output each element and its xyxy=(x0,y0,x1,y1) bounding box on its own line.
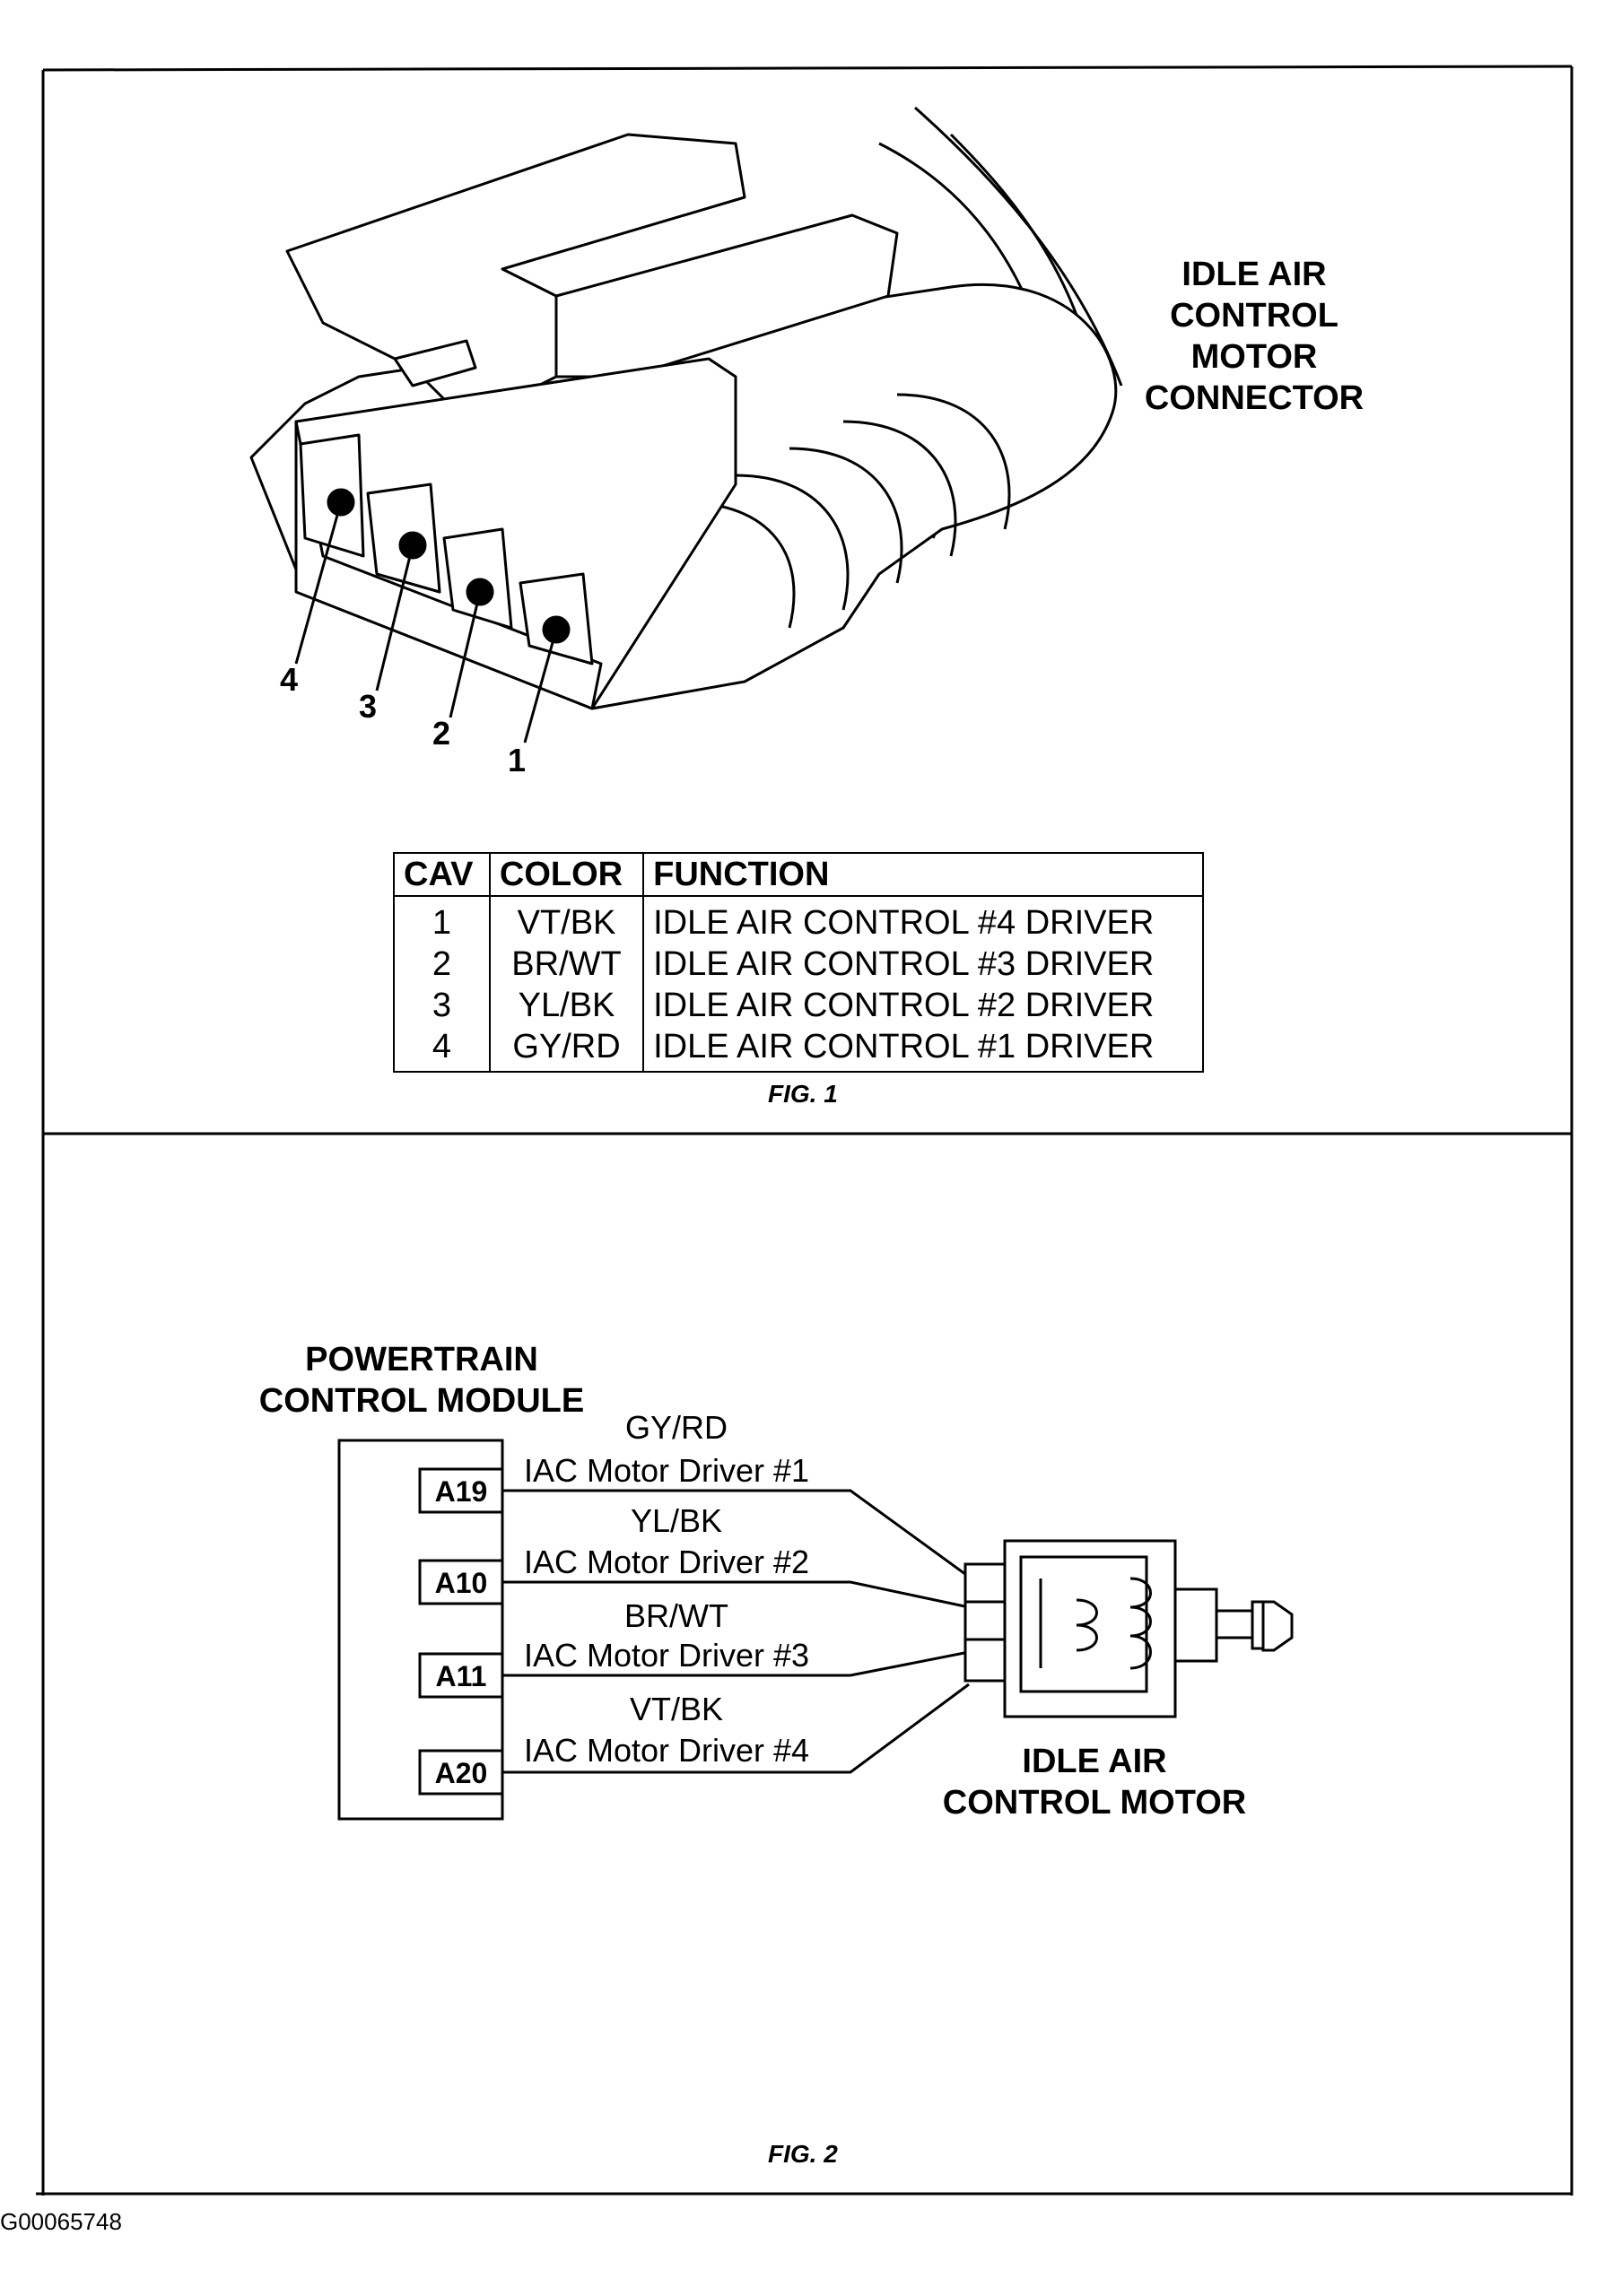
pin-box-a10 xyxy=(418,1559,504,1605)
circuit-wires xyxy=(502,1489,970,1774)
wire-function: IAC Motor Driver #2 xyxy=(524,1544,809,1580)
pin-box-a11 xyxy=(418,1652,504,1699)
table-cell: YL/BK xyxy=(488,985,644,1026)
table-cell: GY/RD xyxy=(488,1026,644,1072)
connector-illustration xyxy=(249,106,1123,744)
wire-function: IAC Motor Driver #4 xyxy=(524,1732,809,1769)
pcm-title-line: POWERTRAIN xyxy=(305,1341,538,1378)
table-header-row: CAV COLOR FUNCTION xyxy=(393,853,1203,897)
table-row: 4 GY/RD IDLE AIR CONTROL #1 DRIVER xyxy=(393,1026,1203,1072)
table-cell: 1 xyxy=(393,896,490,944)
pcm-title-line: CONTROL MODULE xyxy=(259,1382,584,1420)
cavity-table: CAV COLOR FUNCTION 1 VT/BK IDLE AIR CONT… xyxy=(393,852,1204,1073)
cavity-number: 4 xyxy=(280,661,298,698)
iac-motor-title-line: CONTROL MOTOR xyxy=(943,1784,1246,1822)
connector-title-line: CONNECTOR xyxy=(1145,379,1364,417)
fig2-caption: FIG. 2 xyxy=(768,2140,838,2168)
pcm-title: POWERTRAIN CONTROL MODULE xyxy=(259,1341,584,1420)
pin-label: A20 xyxy=(435,1757,488,1789)
column-header: FUNCTION xyxy=(642,853,1203,897)
pin-label: A19 xyxy=(435,1475,488,1508)
table-cell: IDLE AIR CONTROL #3 DRIVER xyxy=(642,944,1203,985)
wire-color-labels: GY/RD YL/BK BR/WT VT/BK xyxy=(624,1409,728,1727)
table-row: 2 BR/WT IDLE AIR CONTROL #3 DRIVER xyxy=(393,944,1203,985)
iac-motor-title: IDLE AIR CONTROL MOTOR xyxy=(943,1743,1246,1822)
iac-motor-symbol xyxy=(963,1539,1294,1718)
wire-color: VT/BK xyxy=(630,1691,723,1727)
table-cell: 3 xyxy=(393,985,490,1026)
wire-a19 xyxy=(502,1489,970,1578)
table-cell: VT/BK xyxy=(488,896,644,944)
pcm-pin-boxes xyxy=(418,1467,504,1796)
pin-label: A10 xyxy=(435,1567,488,1599)
table-row: 3 YL/BK IDLE AIR CONTROL #2 DRIVER xyxy=(393,985,1203,1026)
wire-function-labels: IAC Motor Driver #1 IAC Motor Driver #2 … xyxy=(524,1452,809,1769)
wire-a20 xyxy=(502,1683,970,1774)
connector-title-line: IDLE AIR xyxy=(1181,256,1326,293)
table-cell: 4 xyxy=(393,1026,490,1072)
table-cell: IDLE AIR CONTROL #1 DRIVER xyxy=(642,1026,1203,1072)
cavity-number: 3 xyxy=(359,688,377,725)
pin-label: A11 xyxy=(436,1660,487,1692)
table-cell: BR/WT xyxy=(488,944,644,985)
page-frame xyxy=(36,65,1574,2196)
column-header: CAV xyxy=(393,853,490,897)
cavity-number: 1 xyxy=(508,742,526,778)
wire-color: YL/BK xyxy=(631,1502,722,1539)
wire-a10 xyxy=(502,1580,970,1609)
table-cell: IDLE AIR CONTROL #2 DRIVER xyxy=(642,985,1203,1026)
connector-title-line: CONTROL xyxy=(1170,297,1338,335)
cavity-number: 2 xyxy=(432,715,450,752)
iac-motor-title-line: IDLE AIR xyxy=(1022,1743,1166,1780)
table-cell: IDLE AIR CONTROL #4 DRIVER xyxy=(642,896,1203,944)
document-id: G00065748 xyxy=(0,2208,122,2235)
pin-box-a19 xyxy=(418,1467,504,1514)
table-row: 1 VT/BK IDLE AIR CONTROL #4 DRIVER xyxy=(393,896,1203,944)
table-cell: 2 xyxy=(393,944,490,985)
pcm-pin-labels: A19 A10 A11 A20 xyxy=(435,1475,488,1789)
wire-function: IAC Motor Driver #1 xyxy=(524,1452,809,1489)
wire-function: IAC Motor Driver #3 xyxy=(524,1637,809,1674)
wire-a11 xyxy=(502,1650,970,1677)
fig1-caption: FIG. 1 xyxy=(768,1080,838,1108)
cavity-number-labels: 4 3 2 1 xyxy=(280,661,526,778)
connector-title: IDLE AIR CONTROL MOTOR CONNECTOR xyxy=(1145,256,1364,417)
column-header: COLOR xyxy=(488,853,644,897)
pcm-module-box xyxy=(337,1439,504,1821)
connector-title-line: MOTOR xyxy=(1191,338,1318,376)
wire-color: BR/WT xyxy=(624,1597,728,1634)
wire-color: GY/RD xyxy=(625,1409,728,1446)
pin-box-a20 xyxy=(418,1749,504,1796)
